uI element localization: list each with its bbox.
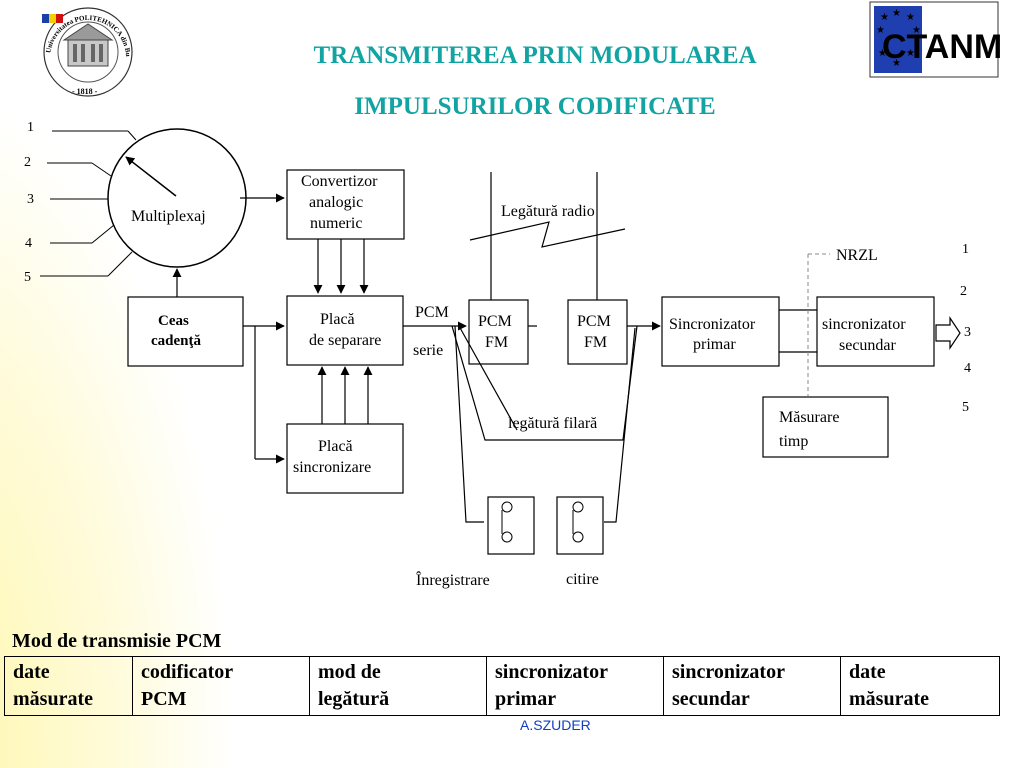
input-number-2: 2 [24, 155, 31, 170]
output-number-5: 5 [962, 400, 969, 415]
primary-sync-label-1: Sincronizator [669, 316, 756, 333]
pcm-fm-left-label-2: FM [485, 334, 508, 351]
pcm-fm-left-label-1: PCM [478, 313, 512, 330]
multiplexer-label: Multiplexaj [131, 208, 206, 225]
converter-box [286, 169, 405, 240]
time-measure-box [762, 396, 889, 458]
primary-sync-label-2: primar [693, 336, 736, 353]
multiplexer-pointer [125, 156, 177, 197]
secondary-sync-box [816, 296, 935, 367]
svg-text:★: ★ [906, 12, 915, 23]
sync-plate-box [286, 423, 404, 494]
ctanm-logo: ★★★ ★★★ ★★ CTANM [869, 1, 1002, 78]
radio-link-label: Legătură radio [501, 203, 595, 220]
svg-text:★: ★ [912, 25, 921, 36]
output-number-4: 4 [964, 361, 971, 376]
secondary-sync-label-1: sincronizator [822, 316, 906, 333]
svg-text:★: ★ [892, 8, 901, 19]
svg-text:★: ★ [906, 48, 915, 59]
separator-label-2: de separare [309, 332, 381, 349]
serie-label: serie [413, 342, 443, 359]
title-line-2: IMPULSURILOR CODIFICATE [354, 93, 716, 120]
output-arrow-icon [935, 316, 961, 350]
logo-year: - 1818 - [72, 87, 98, 96]
title-line-1: TRANSMITEREA PRIN MODULAREA [313, 42, 757, 69]
input-lines [40, 130, 137, 277]
input-number-5: 5 [24, 270, 31, 285]
input-number-1: 1 [27, 120, 34, 135]
white-patch [213, 447, 250, 469]
svg-text:★: ★ [892, 58, 901, 69]
multiplexer-circle [107, 128, 247, 268]
svg-text:★: ★ [878, 48, 887, 59]
radio-link [469, 172, 626, 300]
clock-label-1: Ceas [158, 313, 189, 329]
output-number-1: 1 [962, 242, 969, 257]
input-number-3: 3 [27, 192, 34, 207]
pcm-label: PCM [415, 304, 449, 321]
input-number-4: 4 [25, 236, 32, 251]
recording-device [487, 496, 535, 555]
separator-label-1: Placă [320, 311, 355, 328]
sync-plate-label-1: Placă [318, 438, 353, 455]
nrzl-label: NRZL [836, 247, 878, 264]
converter-label-3: numeric [310, 215, 362, 232]
primary-sync-box [661, 296, 780, 367]
svg-text:★: ★ [876, 25, 885, 36]
secondary-sync-label-2: secundar [839, 337, 897, 354]
clock-box [127, 296, 244, 367]
pcm-fm-right-box [567, 299, 628, 365]
time-measure-label-2: timp [779, 433, 808, 450]
section-title: Mod de transmisie PCM [12, 630, 222, 652]
clock-label-2: cadenţă [151, 333, 201, 349]
recording-label: Înregistrare [416, 570, 490, 589]
converter-label-2: analogic [309, 194, 363, 211]
pcm-fm-right-label-2: FM [584, 334, 607, 351]
svg-text:★: ★ [880, 12, 889, 23]
playback-device [556, 496, 604, 555]
pcm-fm-right-label-1: PCM [577, 313, 611, 330]
separator-box [286, 295, 404, 366]
logo-ctanm-text: CTANM [882, 28, 1002, 66]
pcm-fm-left-box [468, 299, 529, 365]
university-logo: Universitatea POLITEHNICA din Bucureşti … [0, 0, 133, 97]
sync-plate-label-2: sincronizare [293, 459, 371, 476]
converter-label-1: Convertizor [301, 173, 378, 190]
author-credit: A.SZUDER [520, 717, 591, 733]
output-number-3: 3 [964, 325, 971, 340]
output-number-2: 2 [960, 284, 967, 299]
time-measure-label-1: Măsurare [779, 409, 839, 426]
wire-link-lines [451, 325, 638, 523]
wire-link-label: legătură filară [508, 415, 597, 432]
playback-label: citire [566, 571, 599, 588]
